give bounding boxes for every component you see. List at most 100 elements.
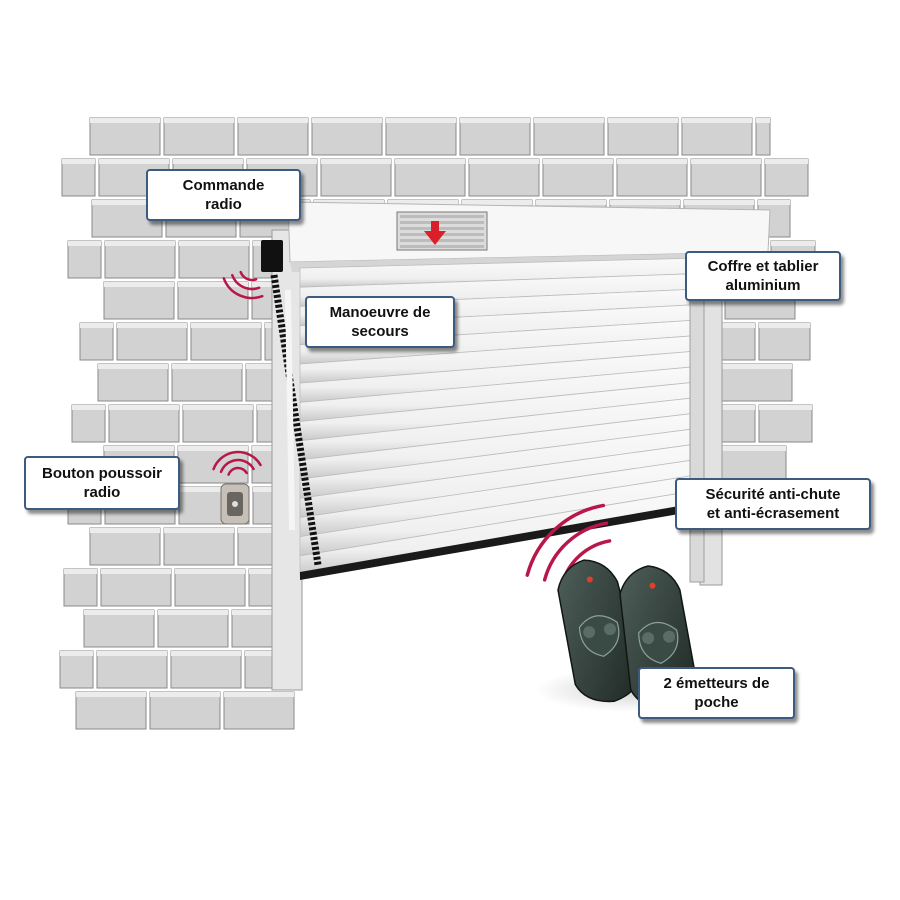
brick: [83, 609, 155, 648]
brick-top: [722, 405, 755, 410]
brick: [758, 322, 811, 361]
brick-top: [312, 118, 382, 123]
brick-top: [758, 200, 790, 205]
brick: [97, 363, 169, 402]
radio-wave-icon: [542, 521, 609, 582]
brick: [764, 158, 809, 197]
brick: [108, 404, 180, 443]
brick: [89, 117, 161, 156]
brick-top: [249, 569, 286, 574]
callout-emetteurs: 2 émetteurs de poche: [638, 667, 795, 719]
brick-top: [247, 159, 317, 164]
brick: [758, 404, 813, 443]
callout-securite-line1: Sécurité anti-chute: [705, 486, 841, 503]
brick: [116, 322, 188, 361]
brick: [71, 404, 106, 443]
coffre-window-slat: [400, 245, 484, 248]
brick-top: [543, 159, 613, 164]
brick-top: [178, 282, 248, 287]
callout-bouton-poussoir-line1: Bouton poussoir: [42, 465, 162, 482]
brick: [157, 609, 229, 648]
brick: [459, 117, 531, 156]
brick-top: [691, 159, 761, 164]
brick-top: [80, 323, 113, 328]
callout-bouton-poussoir: Bouton poussoir radio: [24, 456, 180, 510]
brick-top: [179, 487, 249, 492]
callout-securite: Sécurité anti-chute et anti-écrasement: [675, 478, 871, 530]
brick: [690, 158, 762, 197]
brick-top: [314, 200, 384, 205]
brick: [174, 568, 246, 607]
brick: [755, 117, 771, 156]
brick-top: [610, 200, 680, 205]
brick-top: [101, 569, 171, 574]
brick-top: [172, 364, 242, 369]
radio-wave-icon: [219, 458, 255, 474]
brick-top: [617, 159, 687, 164]
brick: [163, 527, 235, 566]
brick: [616, 158, 688, 197]
radio-wave-icon: [222, 277, 264, 300]
brick-top: [97, 651, 167, 656]
brick: [96, 650, 168, 689]
radio-wave-icon: [231, 273, 261, 291]
brick-top: [722, 323, 755, 328]
brick: [89, 527, 161, 566]
brick: [104, 240, 176, 279]
remote-control-icon: [557, 559, 641, 703]
brick-top: [90, 528, 160, 533]
brick-top: [62, 159, 95, 164]
brick-top: [179, 241, 249, 246]
brick-top: [164, 528, 234, 533]
brick-top: [245, 651, 290, 656]
brick-top: [60, 651, 93, 656]
brick: [468, 158, 540, 197]
brick: [320, 158, 392, 197]
brick-top: [759, 323, 810, 328]
brick: [542, 158, 614, 197]
brick-top: [105, 241, 175, 246]
brick-top: [716, 446, 786, 451]
brick: [721, 404, 756, 443]
coffre-window-slat: [400, 239, 484, 242]
remote-button: [663, 630, 676, 643]
brick-top: [175, 569, 245, 574]
brick-top: [257, 405, 282, 410]
brick: [177, 281, 249, 320]
callout-commande-radio: Commande radio: [146, 169, 301, 221]
brick-top: [395, 159, 465, 164]
brick: [103, 281, 175, 320]
brick-top: [684, 200, 754, 205]
brick-top: [460, 118, 530, 123]
brick-top: [252, 282, 290, 287]
push-button-led: [232, 501, 238, 507]
crank-guide: [285, 289, 295, 531]
brick-top: [76, 692, 146, 697]
callout-manoeuvre-secours-line1: Manoeuvre de: [329, 304, 431, 321]
brick-top: [759, 405, 812, 410]
brick-top: [173, 159, 243, 164]
brick: [61, 158, 96, 197]
brick-top: [72, 405, 105, 410]
brick: [607, 117, 679, 156]
brick-top: [238, 118, 308, 123]
callout-emetteurs-line1: 2 émetteurs de: [663, 675, 770, 692]
brick-top: [469, 159, 539, 164]
brick-top: [84, 610, 154, 615]
brick: [311, 117, 383, 156]
emergency-crank-rod: [270, 274, 322, 566]
callout-manoeuvre-secours: Manoeuvre de secours: [305, 296, 455, 348]
radio-receiver-box: [261, 240, 283, 272]
brick-top: [386, 118, 456, 123]
callout-commande-radio-line2: radio: [205, 196, 242, 213]
brick-top: [104, 446, 174, 451]
brick-top: [99, 159, 169, 164]
radio-wave-icon: [227, 466, 248, 476]
brick-top: [534, 118, 604, 123]
brick: [163, 117, 235, 156]
callout-coffre-tablier: Coffre et tablier aluminium: [685, 251, 841, 301]
radio-wave-icon: [212, 450, 262, 471]
brick-top: [771, 241, 815, 246]
brick: [394, 158, 466, 197]
